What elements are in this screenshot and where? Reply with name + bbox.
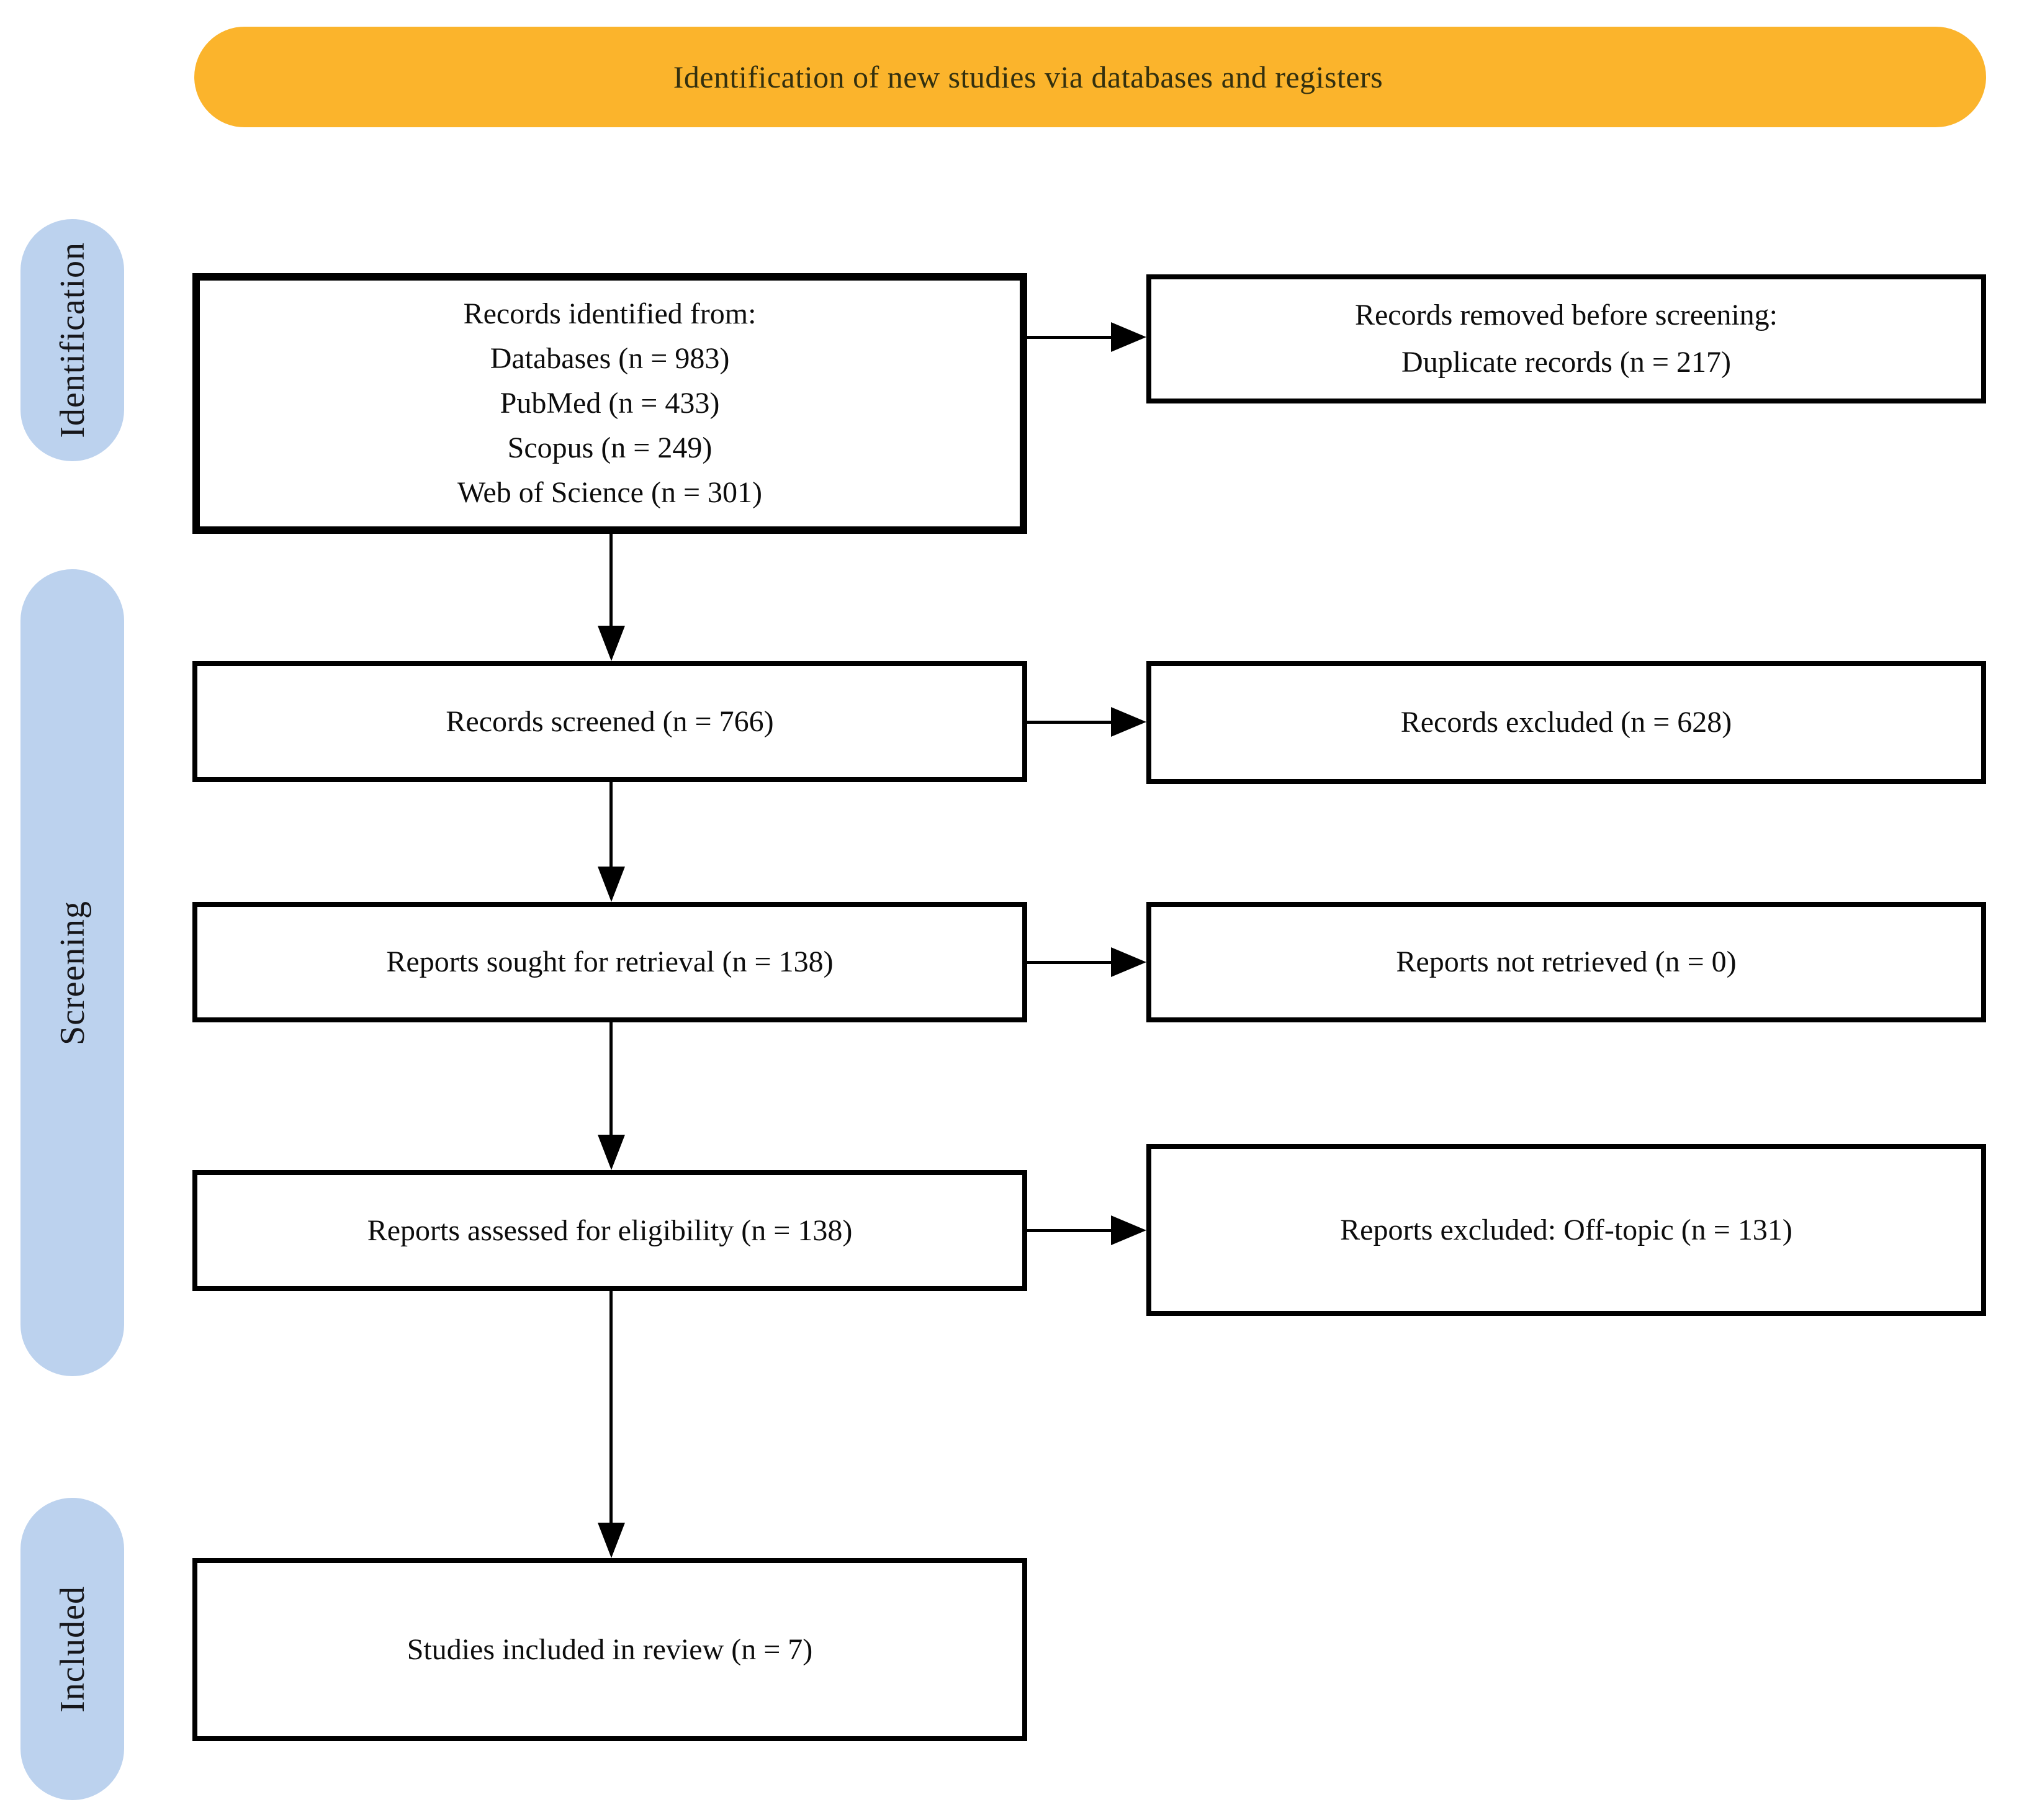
stage-label-screening: Screening <box>53 900 92 1045</box>
box-studies-included: Studies included in review (n = 7) <box>192 1558 1027 1741</box>
records-identified-pubmed: PubMed (n = 433) <box>500 387 720 420</box>
stage-label-identification: Identification <box>53 242 92 438</box>
records-identified-scopus: Scopus (n = 249) <box>507 431 713 464</box>
box-reports-not-retrieved: Reports not retrieved (n = 0) <box>1146 902 1986 1022</box>
arrow-identified-to-screened <box>609 533 613 627</box>
arrowhead-right-icon <box>1111 707 1146 737</box>
banner-identification-via-databases: Identification of new studies via databa… <box>194 27 1986 127</box>
arrowhead-down-icon <box>598 1135 625 1170</box>
records-excluded-label: Records excluded (n = 628) <box>1400 706 1732 739</box>
arrow-assessed-to-offtopic <box>1027 1229 1111 1232</box>
arrow-screened-to-excluded <box>1027 721 1111 724</box>
reports-sought-label: Reports sought for retrieval (n = 138) <box>386 945 834 978</box>
records-removed-title: Records removed before screening: <box>1354 299 1778 331</box>
arrow-identified-to-removed <box>1027 336 1111 339</box>
reports-excluded-offtopic-label: Reports excluded: Off-topic (n = 131) <box>1340 1213 1792 1246</box>
arrow-screened-to-sought <box>609 781 613 868</box>
box-records-removed: Records removed before screening: Duplic… <box>1146 274 1986 403</box>
records-identified-title: Records identified from: <box>463 297 757 330</box>
arrowhead-down-icon <box>598 867 625 902</box>
arrow-assessed-to-included <box>609 1290 613 1524</box>
records-identified-webofscience: Web of Science (n = 301) <box>457 476 763 509</box>
reports-assessed-label: Reports assessed for eligibility (n = 13… <box>367 1214 853 1247</box>
arrow-sought-to-assessed <box>609 1021 613 1136</box>
stage-label-included: Included <box>53 1585 92 1713</box>
arrowhead-right-icon <box>1111 322 1146 352</box>
box-records-identified: Records identified from: Databases (n = … <box>192 273 1027 534</box>
stage-pill-screening: Screening <box>20 569 124 1376</box>
reports-not-retrieved-label: Reports not retrieved (n = 0) <box>1396 945 1737 978</box>
stage-pill-included: Included <box>20 1498 124 1800</box>
banner-label: Identification of new studies via databa… <box>673 60 1383 94</box>
arrow-sought-to-not-retrieved <box>1027 961 1111 964</box>
arrowhead-right-icon <box>1111 947 1146 977</box>
records-identified-databases: Databases (n = 983) <box>490 342 730 375</box>
arrowhead-down-icon <box>598 626 625 661</box>
arrowhead-down-icon <box>598 1523 625 1558</box>
box-records-excluded: Records excluded (n = 628) <box>1146 661 1986 784</box>
box-reports-excluded-offtopic: Reports excluded: Off-topic (n = 131) <box>1146 1144 1986 1316</box>
box-reports-sought: Reports sought for retrieval (n = 138) <box>192 902 1027 1022</box>
records-screened-label: Records screened (n = 766) <box>446 705 774 738</box>
box-reports-assessed: Reports assessed for eligibility (n = 13… <box>192 1170 1027 1291</box>
studies-included-label: Studies included in review (n = 7) <box>407 1633 813 1666</box>
records-removed-duplicates: Duplicate records (n = 217) <box>1401 346 1731 379</box>
stage-pill-identification: Identification <box>20 219 124 461</box>
arrowhead-right-icon <box>1111 1215 1146 1245</box>
box-records-screened: Records screened (n = 766) <box>192 661 1027 782</box>
